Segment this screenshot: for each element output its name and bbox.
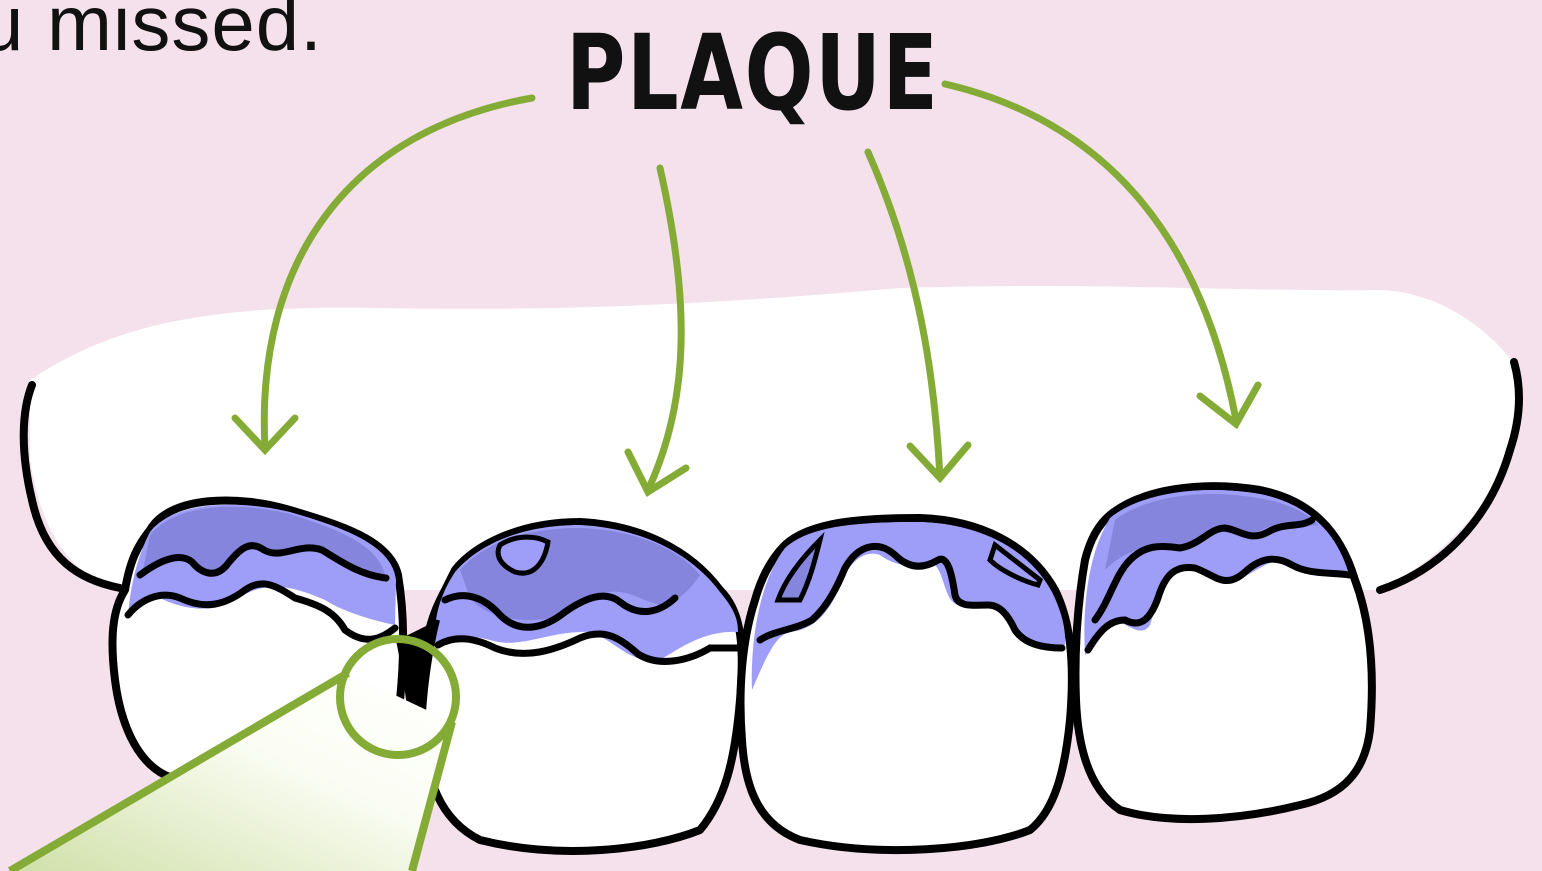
- tooth-4: [1075, 486, 1371, 819]
- tooth-3: [741, 518, 1072, 850]
- tooth-2: [422, 522, 742, 851]
